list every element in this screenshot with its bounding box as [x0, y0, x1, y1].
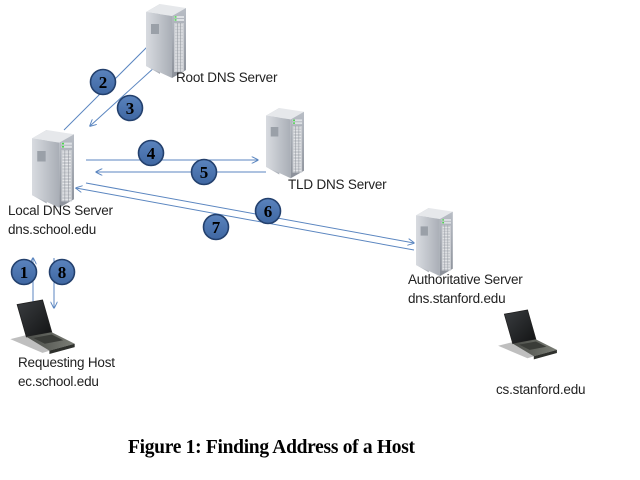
step-badge-6: 6 — [254, 197, 282, 225]
step-badge-circle — [10, 258, 38, 286]
step-badge-4: 4 — [137, 139, 165, 167]
node-name: Root DNS Server — [176, 70, 278, 85]
node-name: Local DNS Server — [8, 203, 113, 218]
node-label-local: Local DNS Server dns.school.edu — [8, 201, 113, 239]
arrow-step-7 — [76, 188, 415, 251]
server-icon — [415, 207, 454, 277]
step-badge-circle — [202, 213, 230, 241]
node-label-target: cs.stanford.edu — [496, 380, 586, 399]
node-hostname: ec.school.edu — [18, 374, 99, 389]
node-hostname: dns.school.edu — [8, 222, 97, 237]
step-badge-circle — [116, 94, 144, 122]
figure-caption: Figure 1: Finding Address of a Host — [128, 437, 415, 458]
step-number: 4 — [147, 144, 156, 163]
node-name: TLD DNS Server — [288, 177, 387, 192]
step-badge-circle — [137, 139, 165, 167]
node-name: cs.stanford.edu — [496, 382, 586, 397]
step-badge-circle — [89, 68, 117, 96]
step-badge-circle — [190, 158, 218, 186]
step-number: 3 — [126, 99, 135, 118]
step-badge-circle — [48, 258, 76, 286]
step-badge-circle — [254, 197, 282, 225]
arrow-step-6 — [85, 182, 414, 243]
step-badge-5: 5 — [190, 158, 218, 186]
step-badge-2: 2 — [89, 68, 117, 96]
node-name: Authoritative Server — [408, 272, 523, 287]
laptop-icon — [497, 309, 558, 360]
server-icon — [265, 107, 305, 179]
step-number: 7 — [212, 218, 221, 237]
arrow-step-3 — [90, 65, 157, 126]
step-badge-7: 7 — [202, 213, 230, 241]
step-number: 5 — [200, 163, 209, 182]
step-number: 2 — [99, 73, 108, 92]
node-label-auth: Authoritative Server dns.stanford.edu — [408, 270, 523, 308]
step-number: 8 — [58, 263, 67, 282]
step-badge-3: 3 — [116, 94, 144, 122]
step-number: 1 — [20, 263, 29, 282]
node-hostname: dns.stanford.edu — [408, 291, 506, 306]
server-icon — [145, 3, 187, 79]
node-label-root: Root DNS Server — [176, 68, 277, 87]
arrows-layer — [33, 38, 414, 308]
node-label-tld: TLD DNS Server — [288, 175, 387, 194]
laptop-icon — [9, 299, 76, 355]
node-name: Requesting Host — [18, 355, 115, 370]
step-number: 6 — [264, 202, 273, 221]
step-badge-8: 8 — [48, 258, 76, 286]
node-label-host: Requesting Host ec.school.edu — [18, 353, 115, 391]
server-icon — [31, 129, 75, 209]
step-badge-1: 1 — [10, 258, 38, 286]
